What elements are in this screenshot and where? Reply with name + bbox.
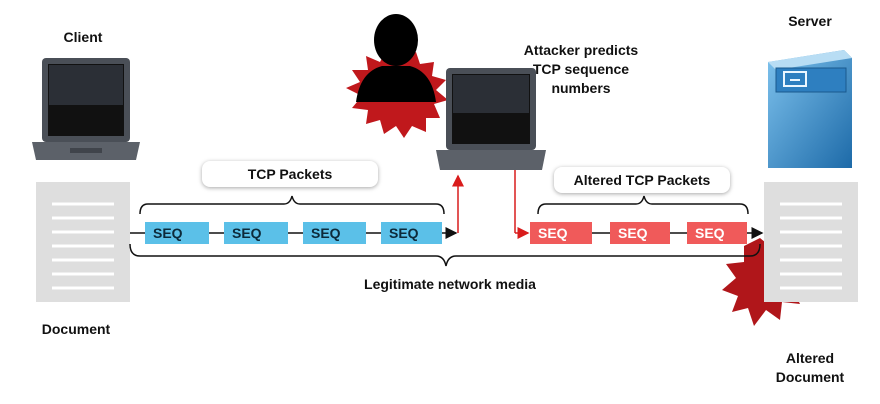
client-label: Client xyxy=(63,29,103,45)
packet-original: SEQ xyxy=(145,222,209,244)
packet-altered: SEQ xyxy=(687,222,747,244)
attacker-laptop-icon xyxy=(436,68,546,170)
packet-original: SEQ xyxy=(303,222,366,244)
client-laptop-icon xyxy=(32,58,140,160)
server-icon xyxy=(768,50,852,168)
attacker-label: Attacker predicts TCP sequence numbers xyxy=(523,42,639,96)
altered-tcp-packets-label: Altered TCP Packets xyxy=(554,167,730,193)
network-media-brace xyxy=(129,243,761,267)
tcp-packets-label: TCP Packets xyxy=(202,161,378,187)
altered-document-label: Altered Document xyxy=(775,350,845,385)
tcp-packets-brace xyxy=(139,195,445,215)
network-media-label: Legitimate network media xyxy=(364,276,536,292)
client-document-icon xyxy=(36,182,130,302)
altered-packets-brace xyxy=(537,195,749,215)
packet-original: SEQ xyxy=(224,222,288,244)
server-label: Server xyxy=(788,13,832,29)
document-label: Document xyxy=(41,321,111,337)
packet-altered: SEQ xyxy=(610,222,670,244)
packet-original: SEQ xyxy=(381,222,442,244)
packet-altered: SEQ xyxy=(530,222,592,244)
attacker-silhouette-icon xyxy=(356,14,436,102)
altered-document-icon xyxy=(764,182,858,302)
